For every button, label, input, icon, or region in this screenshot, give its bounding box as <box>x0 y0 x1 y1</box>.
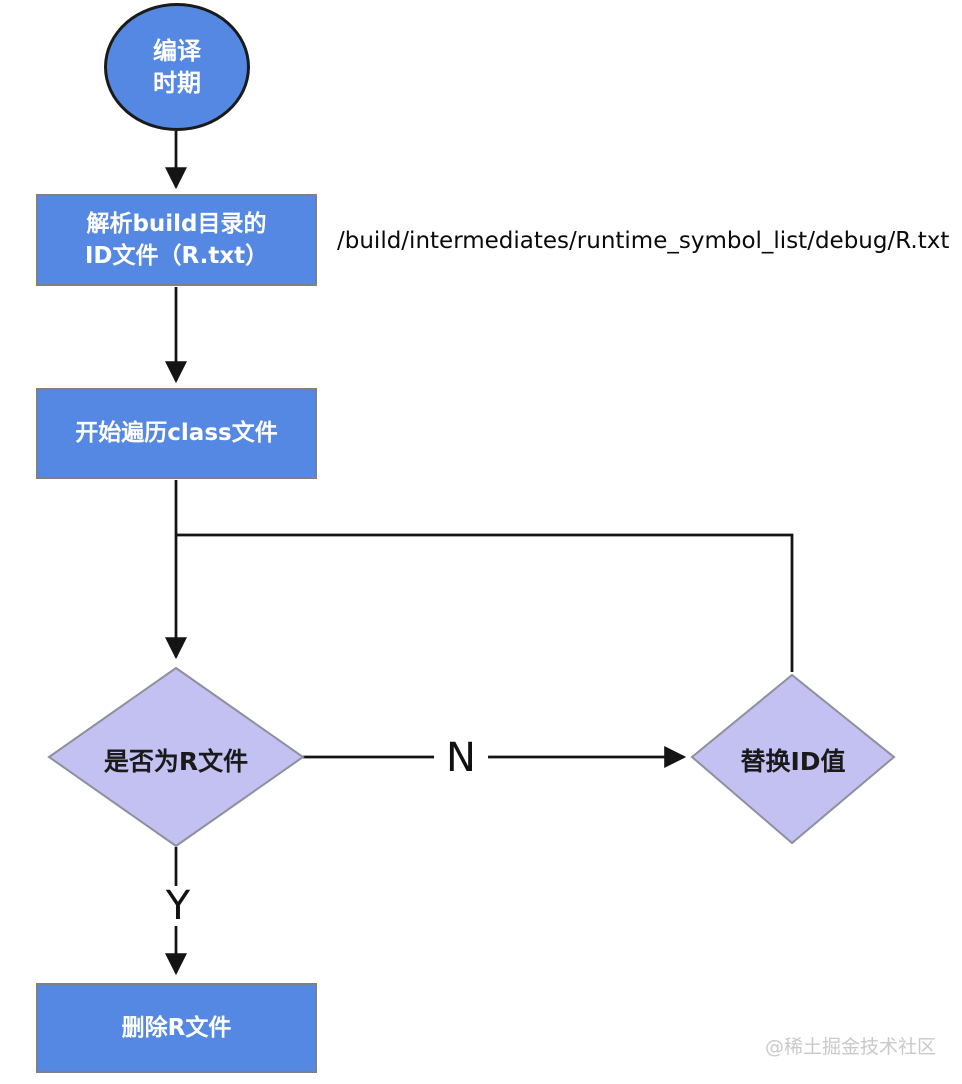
node-delete-r-file: 删除R文件 <box>36 983 317 1073</box>
node-parse-r-txt: 解析build目录的 ID文件（R.txt） <box>36 194 317 286</box>
annotation-r-txt-path: /build/intermediates/runtime_symbol_list… <box>337 228 950 254</box>
node-label-is-r-file: 是否为R文件 <box>103 747 249 776</box>
connector-loop-back <box>176 533 794 672</box>
edge-label-no: N <box>434 738 488 778</box>
edge-label-yes: Y <box>153 886 203 926</box>
node-label-replace-id: 替换ID值 <box>740 747 846 776</box>
decision-diamond-is-r-file <box>47 666 305 848</box>
decision-diamond-replace-id <box>690 673 896 845</box>
node-start-compile-time: 编译 时期 <box>104 3 250 131</box>
node-iterate-class-files: 开始遍历class文件 <box>36 388 317 479</box>
watermark-juejin: @稀土掘金技术社区 <box>764 1036 936 1058</box>
